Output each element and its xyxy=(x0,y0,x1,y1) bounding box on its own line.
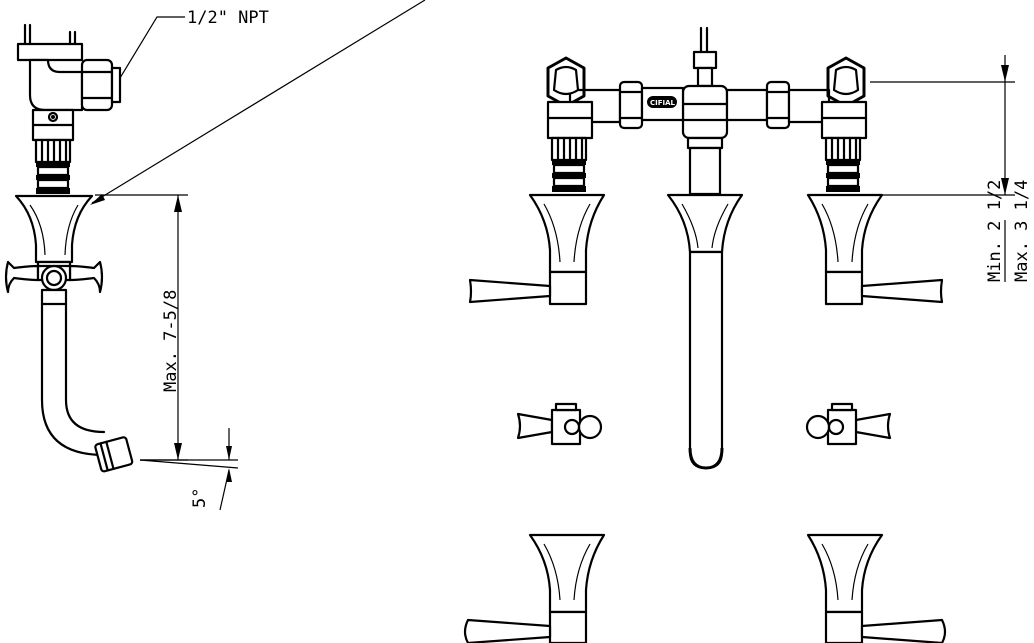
front-left-handle xyxy=(468,193,606,306)
max-deck-label: Max. 3 1/4 xyxy=(1012,180,1032,282)
side-stem-top xyxy=(16,23,84,62)
side-view: 1/2" NPT xyxy=(4,0,426,511)
diagonal-leader xyxy=(91,0,426,204)
npt-leader xyxy=(119,16,185,79)
max-height-label: Max. 7-5/8 xyxy=(161,290,181,392)
front-center-stem xyxy=(681,26,729,196)
front-view: CIFIAL xyxy=(463,26,1032,643)
front-right-handle xyxy=(806,193,944,306)
angle-label: 5° xyxy=(190,488,210,508)
logo-label: CIFIAL xyxy=(650,99,676,107)
side-escutcheon xyxy=(14,194,94,264)
front-left-valve xyxy=(546,56,594,192)
front-right-valve xyxy=(820,56,868,192)
dim-angle xyxy=(139,428,239,511)
front-bottom-right-handle xyxy=(806,533,947,643)
side-valve-body xyxy=(31,108,75,194)
side-spout-tube xyxy=(40,302,134,473)
min-deck-label: Min. 2 1/2 xyxy=(985,180,1005,282)
front-right-crossbar xyxy=(725,80,831,130)
front-left-small-valve xyxy=(516,402,603,446)
leader-arrowhead xyxy=(90,194,105,205)
dim-deck xyxy=(870,55,1015,282)
front-right-small-valve xyxy=(805,402,892,446)
front-center-spout xyxy=(666,193,744,470)
side-cross-handle xyxy=(4,260,104,306)
front-bottom-left-handle xyxy=(463,533,606,643)
npt-label: 1/2" NPT xyxy=(187,8,269,28)
side-supply-elbow xyxy=(28,58,122,112)
